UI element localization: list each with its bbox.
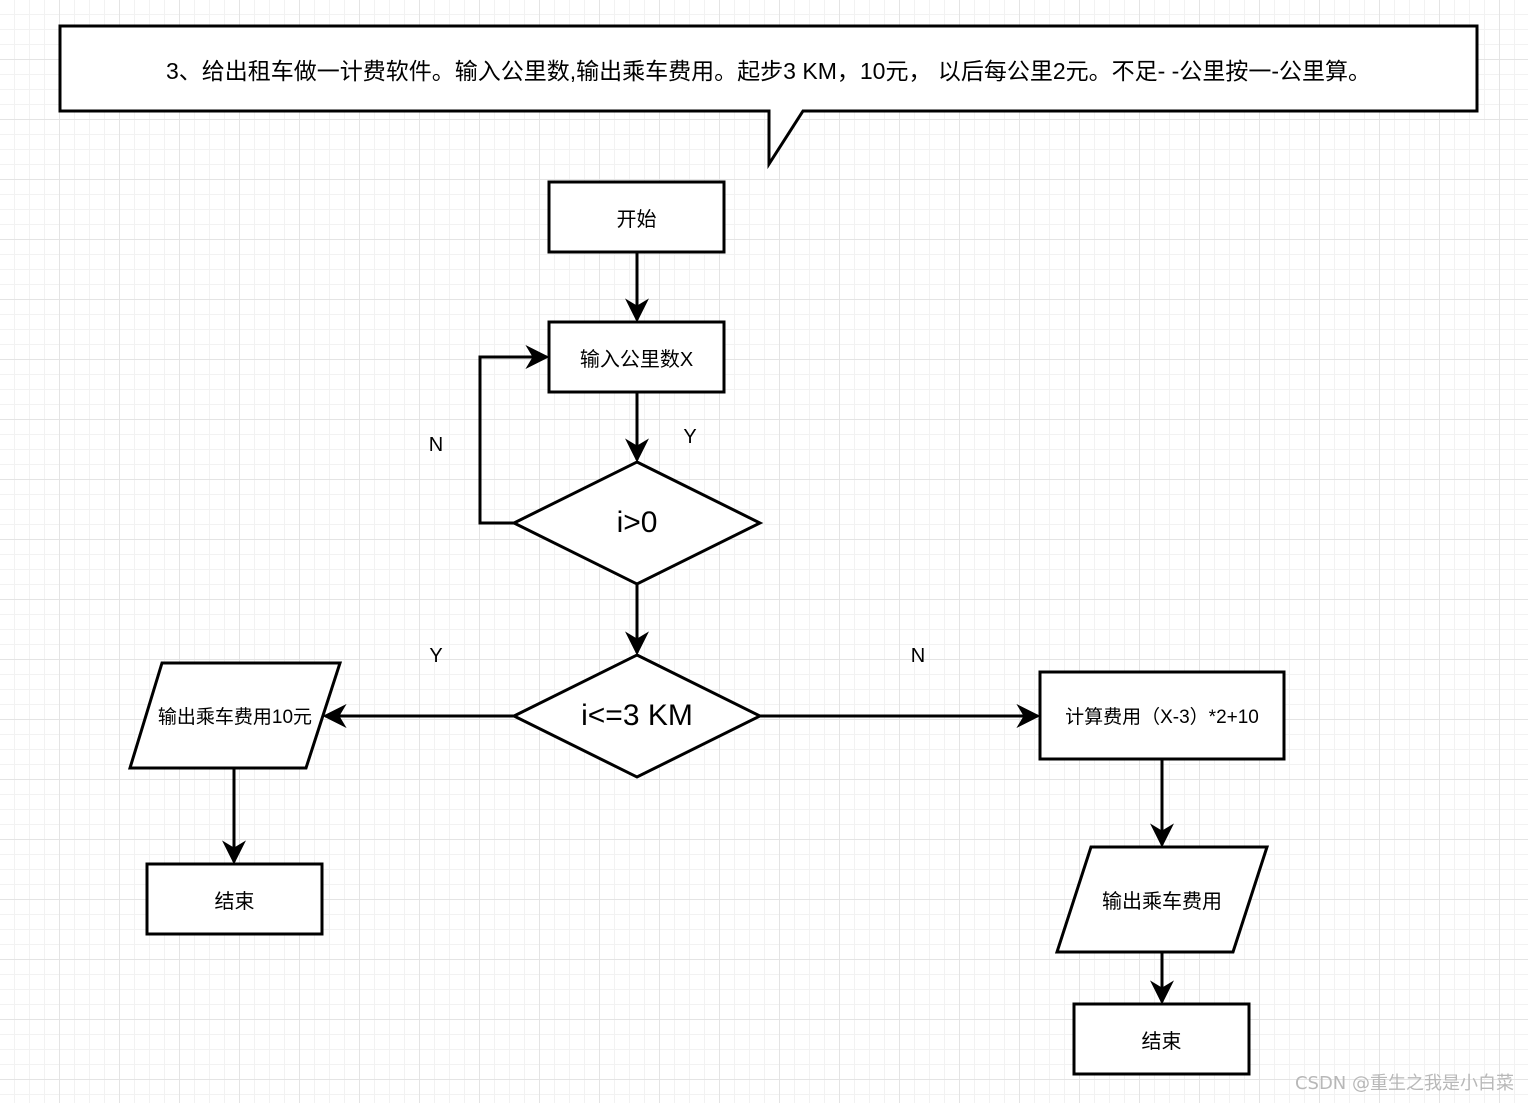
output-10-node[interactable] [127,661,343,770]
end-left-label: 结束 [214,890,255,913]
decision-le3-node[interactable] [510,653,764,779]
output-10-label: 输出乘车费用10元 [157,707,313,728]
edge-positive-no-loop[interactable] [478,345,550,525]
edge-label-le3-no: N [910,644,926,667]
output-fee-node[interactable] [1054,845,1270,954]
csdn-watermark: CSDN @重生之我是小白菜 [1294,1073,1514,1094]
calc-fee-label: 计算费用（X-3）*2+10 [1065,707,1259,728]
callout-text: 3、给出租车做一计费软件。输入公里数,输出乘车费用。起步3 KM，10元， 以后… [166,57,1371,84]
start-node[interactable] [547,180,726,254]
output-fee-label: 输出乘车费用 [1102,891,1222,913]
edge-label-le3-yes: Y [429,644,443,667]
start-label: 开始 [616,208,657,231]
callout-bubble[interactable] [58,24,1479,170]
input-km-label: 输入公里数X [579,348,694,371]
edge-label-loop-no: N [428,433,444,456]
edge-label-positive-yes: Y [683,425,697,448]
end-right-label: 结束 [1141,1030,1182,1053]
decision-le3-label: i<=3 KM [581,699,693,732]
end-right-node[interactable] [1072,1002,1251,1076]
end-left-node[interactable] [145,862,324,936]
decision-positive-label: i>0 [616,506,658,539]
